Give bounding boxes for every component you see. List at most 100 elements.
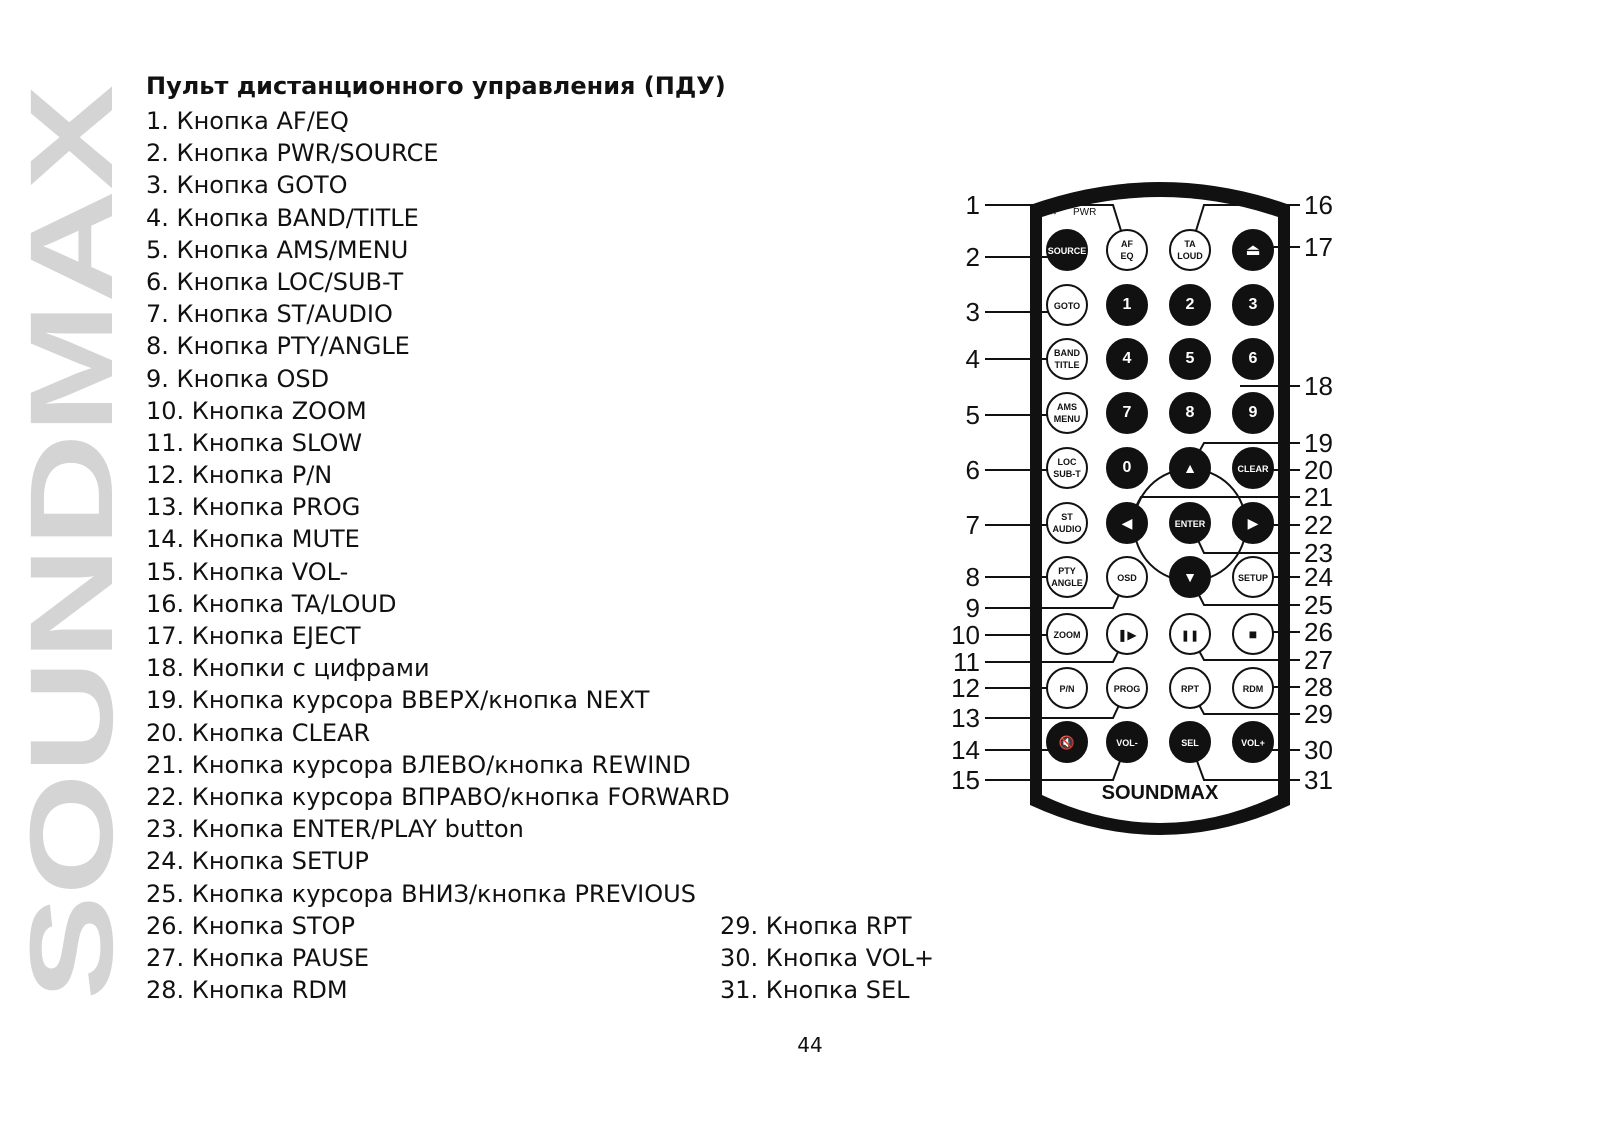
up-next-button[interactable]: ▲	[1169, 447, 1211, 489]
callout-number: 3	[966, 297, 980, 327]
digit-button-label: 4	[1123, 350, 1132, 367]
digit-button[interactable]: 5	[1169, 338, 1211, 380]
vol-minus-button[interactable]: VOL-	[1106, 721, 1148, 763]
digit-button[interactable]: 7	[1106, 392, 1148, 434]
list-item: 22. Кнопка курсора ВПРАВО/кнопка FORWARD	[146, 782, 730, 811]
mute-button[interactable]: 🔇	[1046, 721, 1088, 763]
prog-button[interactable]: PROG	[1106, 667, 1148, 709]
af-eq-button-label: AF	[1121, 239, 1133, 249]
digit-button[interactable]: 8	[1169, 392, 1211, 434]
list-item: 19. Кнопка курсора ВВЕРХ/кнопка NEXT	[146, 686, 650, 715]
page-heading: Пульт дистанционного управления (ПДУ)	[146, 72, 726, 100]
list-item: 10. Кнопка ZOOM	[146, 396, 367, 425]
vol-plus-button[interactable]: VOL+	[1232, 721, 1274, 763]
loc-subt-button-label: LOC	[1058, 457, 1077, 467]
osd-button-label: OSD	[1117, 573, 1137, 583]
pty-angle-button-label: PTY	[1058, 566, 1076, 576]
callout-number: 1	[966, 190, 980, 220]
vol-plus-button-label: VOL+	[1241, 738, 1265, 748]
list-item: 23. Кнопка ENTER/PLAY button	[146, 815, 524, 844]
source-button[interactable]: SOURCE	[1046, 229, 1088, 271]
digit-button[interactable]: 3	[1232, 284, 1274, 326]
eject-button[interactable]: ⏏	[1232, 229, 1274, 271]
stop-button[interactable]: ■	[1232, 613, 1274, 655]
osd-button[interactable]: OSD	[1106, 556, 1148, 598]
pause-icon: ❚❚	[1181, 630, 1199, 642]
zoom-button[interactable]: ZOOM	[1046, 613, 1088, 655]
slow-button[interactable]: ❚▶	[1106, 613, 1148, 655]
loc-subt-button-label: SUB-T	[1053, 469, 1081, 479]
zoom-button-label: ZOOM	[1054, 630, 1081, 640]
digit-button[interactable]: 0	[1106, 447, 1148, 489]
list-item: 16. Кнопка TA/LOUD	[146, 589, 397, 618]
callout-number: 23	[1304, 538, 1333, 568]
callout-number: 17	[1304, 232, 1333, 262]
band-title-button-label: TITLE	[1055, 360, 1080, 370]
setup-button[interactable]: SETUP	[1232, 556, 1274, 598]
digit-button[interactable]: 2	[1169, 284, 1211, 326]
pwr-label: PWR	[1073, 207, 1096, 218]
digit-button[interactable]: 4	[1106, 338, 1148, 380]
callout-number: 29	[1304, 699, 1333, 729]
list-item: 27. Кнопка PAUSE	[146, 943, 370, 972]
callout-number: 8	[966, 562, 980, 592]
digit-button[interactable]: 1	[1106, 284, 1148, 326]
pause-button[interactable]: ❚❚	[1169, 613, 1211, 655]
goto-button[interactable]: GOTO	[1046, 284, 1088, 326]
list-item: 30. Кнопка VOL+	[720, 944, 935, 972]
digit-button-label: 8	[1186, 404, 1195, 421]
rpt-button[interactable]: RPT	[1169, 667, 1211, 709]
callout-number: 9	[966, 593, 980, 623]
loc-subt-button[interactable]: LOC SUB-T	[1046, 447, 1088, 489]
list-item: 31. Кнопка SEL	[720, 976, 910, 1004]
source-button-label: SOURCE	[1048, 246, 1087, 256]
list-item: 29. Кнопка RPT	[720, 912, 912, 940]
down-previous-button[interactable]: ▼	[1169, 556, 1211, 598]
sel-button-label: SEL	[1181, 738, 1199, 748]
callout-number: 16	[1304, 190, 1333, 220]
callout-number: 6	[966, 455, 980, 485]
rpt-button-label: RPT	[1181, 684, 1200, 694]
right-forward-button[interactable]: ▶	[1232, 502, 1274, 544]
pn-button-label: P/N	[1059, 684, 1074, 694]
list-item: 6. Кнопка LOC/SUB-T	[146, 267, 404, 296]
down-previous-icon: ▼	[1183, 569, 1197, 585]
callout-number: 24	[1304, 562, 1333, 592]
callout-number: 19	[1304, 428, 1333, 458]
rdm-button[interactable]: RDM	[1232, 667, 1274, 709]
callout-numbers: 1234567891011121314151617181920212223242…	[951, 190, 1333, 795]
setup-button-label: SETUP	[1238, 573, 1268, 583]
digit-button[interactable]: 9	[1232, 392, 1274, 434]
digit-button-label: 2	[1186, 296, 1195, 313]
callout-number: 28	[1304, 672, 1333, 702]
digit-button[interactable]: 6	[1232, 338, 1274, 380]
list-item: 17. Кнопка EJECT	[146, 622, 361, 650]
clear-button[interactable]: CLEAR	[1232, 447, 1274, 489]
callout-number: 2	[966, 242, 980, 272]
left-rewind-button[interactable]: ◀	[1106, 502, 1148, 544]
vol-minus-button-label: VOL-	[1116, 738, 1138, 748]
pwr-arrow-icon: ↔	[1048, 207, 1058, 218]
callout-number: 20	[1304, 455, 1333, 485]
mute-icon: 🔇	[1059, 735, 1075, 750]
list-item: 25. Кнопка курсора ВНИЗ/кнопка PREVIOUS	[146, 879, 696, 908]
list-item: 4. Кнопка BAND/TITLE	[146, 203, 419, 232]
callout-number: 10	[951, 620, 980, 650]
list-item: 21. Кнопка курсора ВЛЕВО/кнопка REWIND	[146, 750, 691, 779]
sel-button[interactable]: SEL	[1169, 721, 1211, 763]
list-item: 13. Кнопка PROG	[146, 493, 361, 522]
digit-button-label: 7	[1123, 404, 1132, 421]
enter-play-button[interactable]: ENTER	[1169, 502, 1211, 544]
digit-button-label: 5	[1186, 350, 1195, 367]
list-item: 26. Кнопка STOP	[146, 911, 355, 940]
pn-button[interactable]: P/N	[1046, 667, 1088, 709]
list-item: 3. Кнопка GOTO	[146, 171, 348, 200]
soundmax-watermark: SOUNDMAX	[6, 85, 138, 1000]
ams-menu-button-label: MENU	[1054, 414, 1081, 424]
